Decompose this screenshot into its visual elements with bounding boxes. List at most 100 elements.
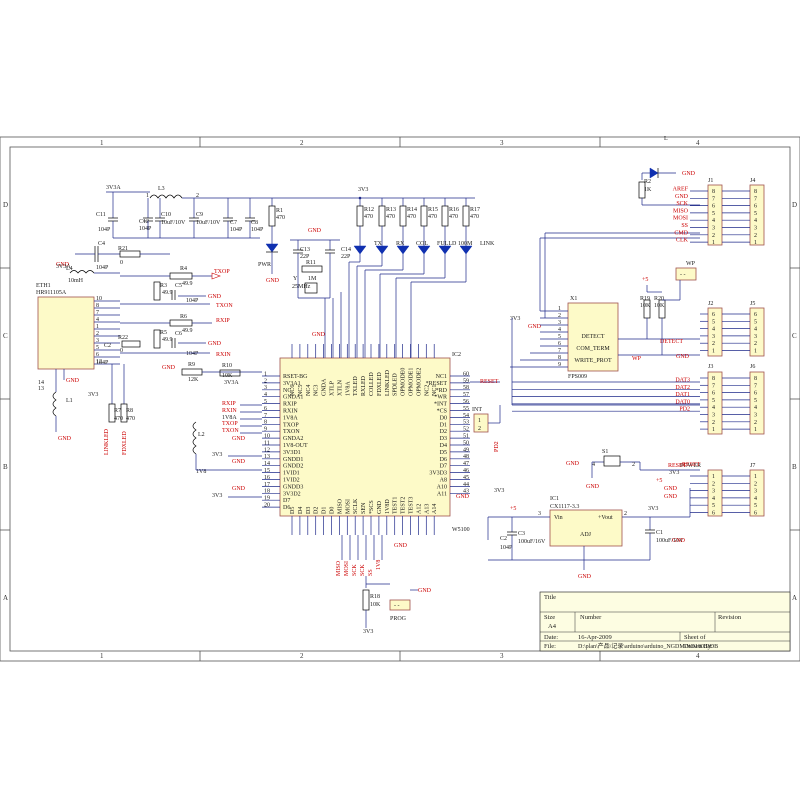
led-label: TX [374,241,383,247]
svg-text:LINKLED: LINKLED [104,428,110,455]
pin-label: D5 [290,507,296,514]
pin-label: A11 [437,491,447,497]
pin-number: 1 [712,427,715,433]
pin-label: GNDD2 [283,464,303,470]
ic2-bottom-nets: MISO MOSI SCK SCK SS 1V8 GND R18 10K 3V3… [336,535,432,635]
svg-text:C4: C4 [98,241,105,247]
col-label: 3 [500,652,504,660]
svg-text:470: 470 [114,416,123,422]
svg-text:1: 1 [478,418,481,424]
pin-number: 53 [463,420,469,426]
svg-text:GND: GND [208,341,222,347]
pin-number: 16 [264,475,270,481]
pin-number: 1 [712,474,715,480]
r12-resistor: R12 470 [356,198,374,227]
svg-text:C9: C9 [196,212,203,218]
svg-text:10K: 10K [222,373,233,379]
pin-number: 20 [264,503,270,509]
svg-text:R17: R17 [470,207,480,213]
pin-number: 3 [712,413,715,419]
crystal-circuit: GND C13 22P C14 22P R11 1M Y 25MHz GND [290,228,351,358]
pin-number: 19 [264,496,270,502]
pin-number: 1 [754,240,757,246]
svg-text:104P: 104P [186,298,199,304]
svg-text:10uF/10V: 10uF/10V [161,220,186,226]
svg-text:GND: GND [586,484,600,490]
svg-text:104P: 104P [500,545,513,551]
svg-text:MOSI: MOSI [344,561,350,576]
svg-text:10K: 10K [654,303,665,309]
pin-label: D1 [440,422,447,428]
pin-label: 1V8A [283,415,298,421]
svg-text:L2: L2 [198,432,205,438]
header-signal: SCK [676,201,688,207]
title-block: Title Size A4 Number Revision Date: 16-A… [539,591,791,652]
row-label: A [3,594,8,602]
col-label: 4 [696,139,700,147]
pin-label: OPMODE2 [416,368,422,396]
pin-label: D3 [440,436,447,442]
svg-text:RXIP: RXIP [216,318,230,324]
svg-text:470: 470 [386,214,395,220]
header-signal: GND [675,194,689,200]
led-label: RX [396,241,405,247]
svg-text:PWR: PWR [258,262,271,268]
svg-text:470: 470 [364,214,373,220]
size-value: A4 [548,623,557,630]
pin-number: 3 [712,334,715,340]
svg-text:C10: C10 [161,212,171,218]
col-label: 1 [100,652,104,660]
pin-number: 10 [264,434,270,440]
svg-text:2: 2 [558,313,561,319]
header-signal: 3V3 [669,470,679,476]
svg-text:3V3: 3V3 [648,506,658,512]
svg-text:5: 5 [558,334,561,340]
svg-text:GND: GND [456,494,470,500]
header-signal: RESET [682,462,701,468]
svg-text:Vin: Vin [554,515,563,521]
svg-text:2: 2 [624,511,627,517]
svg-text:MISO: MISO [336,560,342,576]
svg-text:C13: C13 [300,247,310,253]
svg-text:49.9: 49.9 [162,337,173,343]
pin-number: 46 [463,468,469,474]
col-label: 4 [696,652,700,660]
led-label: LINK [480,241,495,247]
pin-label: D5 [440,450,447,456]
header-signal: DAT3 [675,378,690,384]
svg-text:R16: R16 [449,207,459,213]
svg-text:GND: GND [232,486,246,492]
pin-number: 7 [264,413,267,419]
pin-label: TXLED [353,376,359,396]
c11-cap: C11 104P [96,192,118,233]
net-3v3a-label: 3V3A [106,185,121,191]
pin-number: 6 [754,391,757,397]
pin-label: *SCS [369,500,375,514]
svg-text:3V3: 3V3 [363,629,373,635]
svg-text:25MHz: 25MHz [292,284,311,290]
svg-text:GND: GND [266,278,280,284]
svg-text:SS: SS [368,569,374,576]
svg-text:GND: GND [232,436,246,442]
svg-text:2: 2 [196,193,199,199]
svg-text:R19: R19 [640,296,650,302]
r13-resistor: R13 470 [378,198,396,227]
led-icon [396,245,410,255]
pin-label: SEN [361,502,367,514]
svg-text:3: 3 [96,338,99,344]
pin-number: 1 [264,371,267,377]
svg-text:10K: 10K [370,602,381,608]
svg-text:14: 14 [38,380,44,386]
svg-text:GND: GND [676,354,690,360]
row-label: A [792,594,797,602]
pin-label: LINKLED [385,369,391,396]
r17-resistor: R17 470 [462,198,480,227]
pin-label: D3 [306,507,312,514]
pin-label: TEST1 [393,497,399,514]
file-value: D:\plan\产品\记录\arduino\arduino_NGDM\W5100… [578,642,718,650]
pin-number: 6 [712,312,715,318]
pin-label: TXOP [283,422,299,428]
